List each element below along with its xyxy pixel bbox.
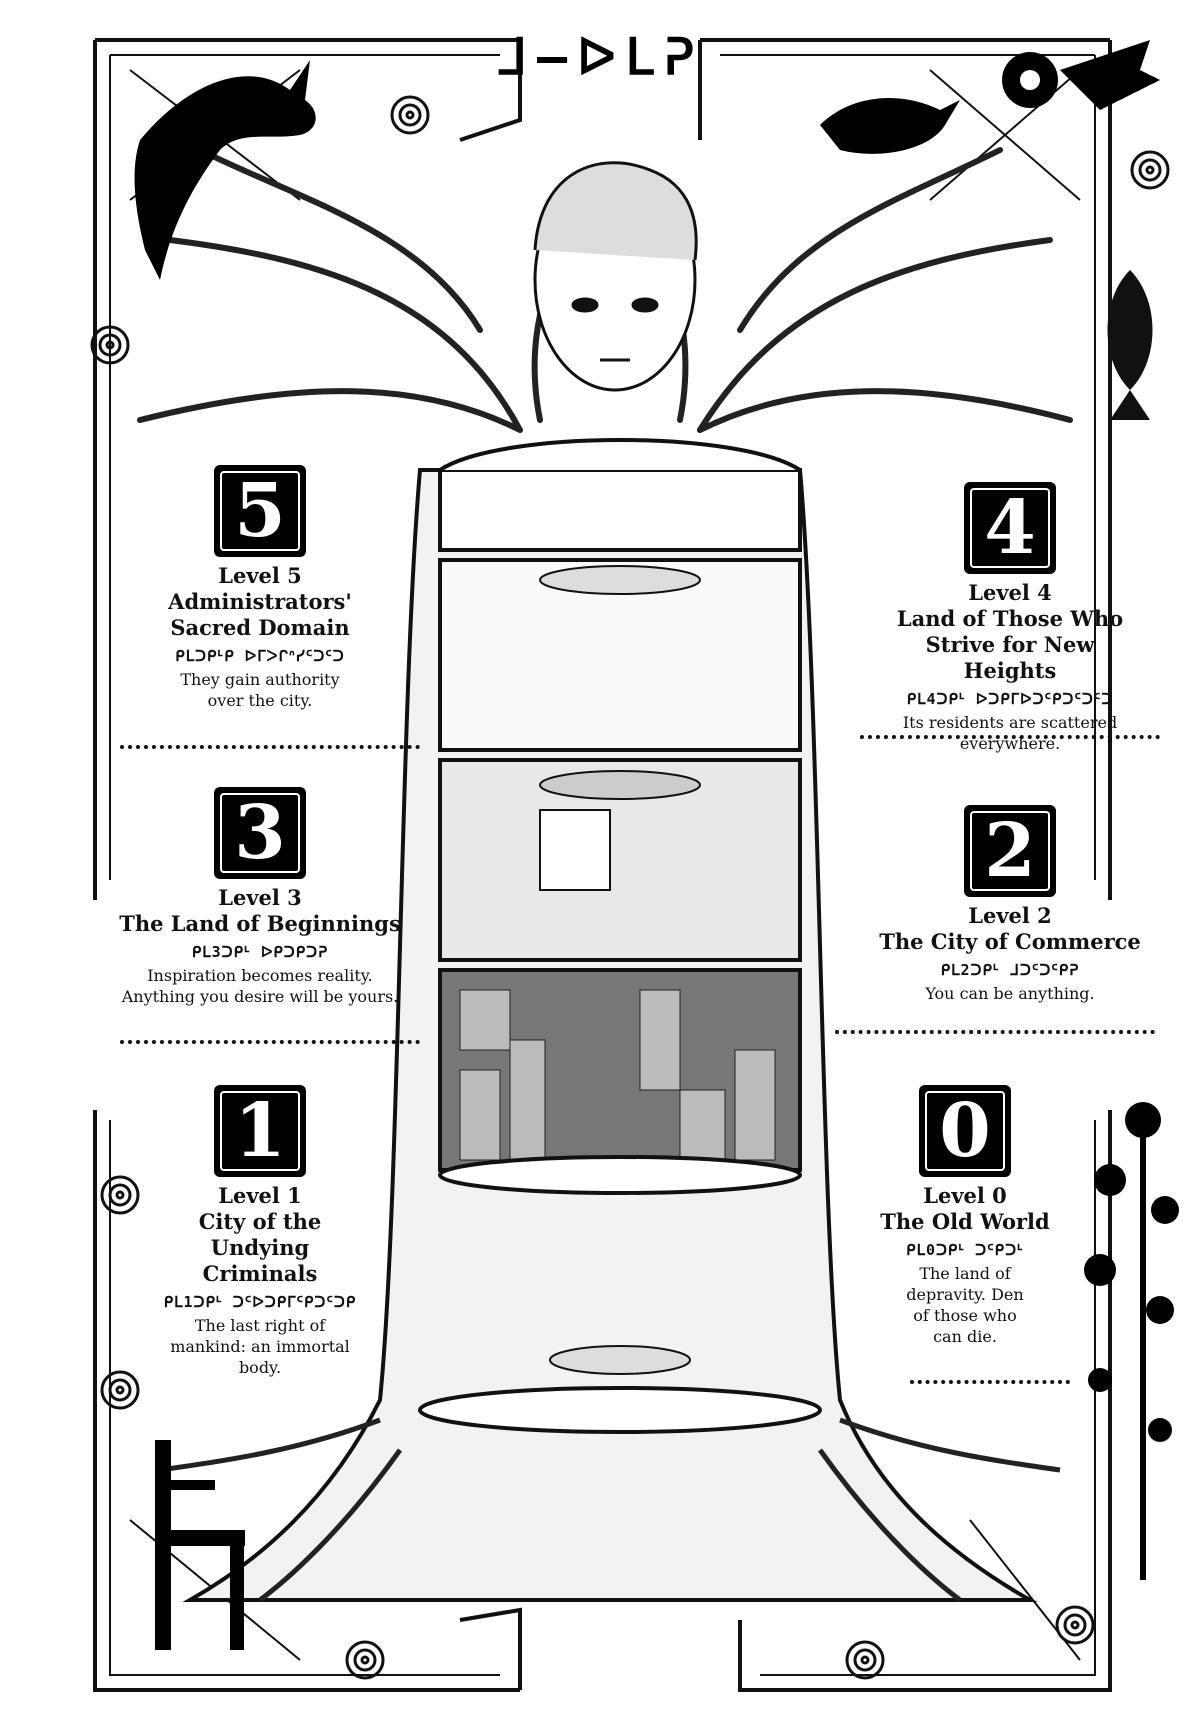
level-label: Level 5 — [218, 563, 302, 588]
level-glyph: ᑭᒪ3ᑐᑭᒻ ᐅᑭᑐᑭᑐᕈ — [191, 943, 329, 961]
level-2-badge: 2 — [964, 805, 1056, 897]
level-label: Level 4 — [968, 580, 1052, 605]
level-name: The City of Commerce — [879, 929, 1141, 954]
level-glyph: ᑭᒪ2ᑐᑭᒻ ᒧᑐᑦᑐᑦᑭᕈ — [940, 961, 1080, 979]
wolf-icon — [134, 60, 316, 280]
level-description: You can be anything. — [925, 984, 1095, 1003]
level-3-block: 3 Level 3 The Land of Beginnings ᑭᒪ3ᑐᑭᒻ … — [110, 787, 410, 1007]
level-glyph: ᑭᒪ4ᑐᑭᒻ ᐅᑐᑭᒥᐅᑐᑦᑭᑐᑦᑐᑦᑐ — [906, 690, 1114, 708]
level-5-badge: 5 — [214, 465, 306, 557]
tree-roots — [159, 1417, 1061, 1602]
level-2-block: 2 Level 2 The City of Commerce ᑭᒪ2ᑐᑭᒻ ᒧᑐ… — [860, 805, 1160, 1004]
level-name: City of the Undying Criminals — [198, 1209, 322, 1286]
page-title: ᒧ―ᐅᒪᕈ — [496, 28, 704, 86]
ornamental-frame — [93, 38, 1112, 1692]
level-5-leader — [120, 745, 420, 749]
chair-icon — [155, 1440, 245, 1650]
fish-icon — [1107, 270, 1153, 420]
level-name: Land of Those Who Strive for New Heights — [896, 606, 1124, 683]
level-label: Level 0 — [923, 1183, 1007, 1208]
bird-icon — [820, 98, 960, 154]
flower-icon — [1084, 1102, 1179, 1580]
level-glyph: ᑭᒪ0ᑐᑭᒻ ᑐᑦᑭᑐᒻ — [906, 1241, 1024, 1259]
level-2-leader — [835, 1030, 1155, 1034]
level-description: They gain authority over the city. — [180, 670, 340, 710]
level-description: Inspiration becomes reality. Anything yo… — [121, 966, 399, 1006]
eye-bird-icon — [1002, 40, 1160, 110]
level-0-block: 0 Level 0 The Old World ᑭᒪ0ᑐᑭᒻ ᑐᑦᑭᑐᒻ The… — [855, 1085, 1075, 1347]
level-name: Administrators' Sacred Domain — [168, 589, 352, 640]
level-0-leader — [910, 1380, 1070, 1384]
level-glyph: ᑭᒪᑐᑭᒻᑭ ᐅᒥᐳᒋᐢᓯᑦᑐᑦᑐ — [175, 647, 345, 665]
level-label: Level 2 — [968, 903, 1052, 928]
level-description: The last right of mankind: an immortal b… — [170, 1316, 350, 1377]
level-3-leader — [120, 1040, 420, 1044]
spiral-ornaments — [90, 95, 1170, 1680]
level-4-leader — [860, 735, 1160, 739]
level-5-block: 5 Level 5 Administrators' Sacred Domain … — [110, 465, 410, 711]
level-name: The Land of Beginnings — [119, 911, 401, 936]
level-1-block: 1 Level 1 City of the Undying Criminals … — [110, 1085, 410, 1378]
child-face — [533, 161, 698, 392]
level-4-block: 4 Level 4 Land of Those Who Strive for N… — [860, 482, 1160, 754]
tower — [418, 438, 822, 1434]
level-4-badge: 4 — [964, 482, 1056, 574]
level-description: The land of depravity. Den of those who … — [906, 1264, 1024, 1346]
level-1-badge: 1 — [214, 1085, 306, 1177]
level-label: Level 3 — [218, 885, 302, 910]
level-label: Level 1 — [218, 1183, 302, 1208]
level-name: The Old World — [880, 1209, 1050, 1234]
level-0-badge: 0 — [919, 1085, 1011, 1177]
level-glyph: ᑭᒪ1ᑐᑭᒻ ᑐᑦᐅᑐᑭᒥᑦᑭᑐᑦᑐᑭ — [163, 1293, 357, 1311]
level-3-badge: 3 — [214, 787, 306, 879]
level-description: Its residents are scattered everywhere. — [902, 713, 1118, 753]
